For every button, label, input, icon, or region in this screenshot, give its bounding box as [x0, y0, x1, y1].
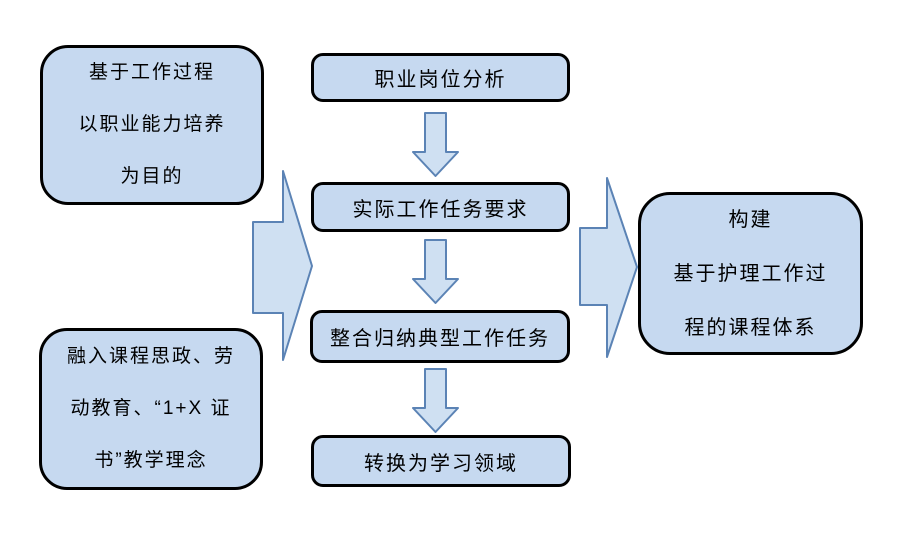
box-text-line: 书”教学理念 — [94, 450, 208, 471]
flow-box-typical-work-tasks: 整合归纳典型工作任务 — [310, 310, 570, 363]
down-arrow-icon — [412, 112, 459, 177]
flow-box-ideology-premise: 融入课程思政、劳 动教育、“1+X 证 书”教学理念 — [39, 328, 263, 490]
box-text-line: 动教育、“1+X 证 — [70, 398, 232, 419]
big-right-arrow-icon-right — [579, 177, 638, 358]
box-text-line: 转换为学习领域 — [364, 452, 518, 475]
flow-box-actual-work-task-requirements: 实际工作任务要求 — [311, 182, 570, 232]
box-text-line: 构建 — [728, 208, 773, 231]
box-text-line: 职业岗位分析 — [374, 69, 507, 91]
flow-box-curriculum-system-result: 构建 基于护理工作过 程的课程体系 — [638, 192, 863, 355]
box-text-line: 程的课程体系 — [684, 316, 817, 339]
flow-box-job-post-analysis: 职业岗位分析 — [311, 53, 570, 102]
flow-box-learning-domains: 转换为学习领域 — [311, 435, 571, 487]
down-arrow-icon — [412, 368, 459, 433]
down-arrow-icon — [412, 239, 459, 304]
box-text-line: 实际工作任务要求 — [352, 198, 529, 221]
box-text-line: 整合归纳典型工作任务 — [330, 328, 550, 350]
big-right-arrow-icon-left — [252, 170, 313, 361]
box-text-line: 为目的 — [120, 166, 184, 187]
box-text-line: 基于工作过程 — [88, 62, 215, 83]
flow-box-work-process-premise: 基于工作过程 以职业能力培养 为目的 — [40, 45, 264, 205]
box-text-line: 基于护理工作过 — [673, 262, 828, 285]
box-text-line: 以职业能力培养 — [78, 114, 226, 135]
box-text-line: 融入课程思政、劳 — [66, 346, 235, 367]
